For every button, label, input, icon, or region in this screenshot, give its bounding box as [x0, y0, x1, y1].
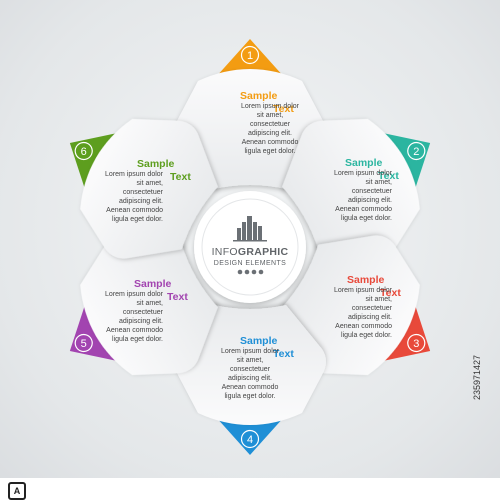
petal-body-line: adipiscing elit. — [248, 130, 292, 137]
number-circle-icon — [407, 333, 426, 353]
hub-circle — [194, 191, 306, 303]
number-circle-icon — [74, 141, 93, 161]
center-hub: INFOGRAPHIC DESIGN ELEMENTS — [194, 191, 306, 303]
number-circle-icon — [407, 141, 426, 161]
number-circle-icon — [240, 45, 260, 65]
petal-body-line: adipiscing elit. — [348, 314, 392, 321]
petal-body-line: Lorem ipsum dolor — [221, 348, 280, 355]
brand-subtitle: DESIGN ELEMENTS — [214, 260, 287, 267]
petal-body-line: adipiscing elit. — [119, 318, 163, 325]
stock-footer-bar — [0, 478, 500, 500]
petal-body-line: consectetuer — [352, 305, 393, 312]
petal-body-line: consectetuer — [123, 309, 164, 316]
petal-body-line: consectetuer — [230, 366, 271, 373]
petal-title-a: Sample — [347, 274, 385, 286]
petal-body-line: ligula eget dolor. — [245, 148, 296, 155]
petal-body-line: ligula eget dolor. — [112, 216, 163, 223]
petal-body-line: Aenean commodo — [106, 327, 163, 334]
petal-title-b: Text — [380, 287, 401, 299]
petal-card-3 — [282, 235, 420, 376]
petal-body-line: Lorem ipsum dolor — [334, 170, 393, 177]
petal-title-a: Sample — [345, 157, 383, 169]
petal-body-line: Lorem ipsum dolor — [241, 103, 300, 110]
bar-chart-icon — [233, 216, 267, 242]
petal-number: 2 — [413, 146, 419, 158]
petal-body-line: Aenean commodo — [242, 139, 299, 146]
petal-number: 3 — [413, 338, 419, 350]
petal-body-line: ligula eget dolor. — [341, 215, 392, 222]
brand-title-a: INFO — [212, 246, 238, 258]
petal-title-b: Text — [273, 103, 294, 115]
petal-number: 4 — [247, 434, 253, 446]
petal-title-b: Text — [273, 348, 294, 360]
petal-body-line: consectetuer — [250, 121, 291, 128]
petal-title-a: Sample — [240, 90, 278, 102]
stock-logo-icon: A — [8, 482, 26, 500]
petal-body-line: sit amet, — [366, 179, 393, 186]
petal-card-6 — [80, 118, 218, 259]
number-circle-icon — [74, 333, 93, 353]
petal-body-line: Aenean commodo — [106, 207, 163, 214]
petal-title-b: Text — [378, 170, 399, 182]
petal-body-line: consectetuer — [123, 189, 164, 196]
petal-card-5 — [80, 235, 218, 376]
petal-body-line: sit amet, — [137, 300, 164, 307]
hub-ring — [201, 198, 299, 296]
petal-title-a: Sample — [240, 335, 278, 347]
petal-body-line: ligula eget dolor. — [341, 332, 392, 339]
petal-title-a: Sample — [134, 278, 172, 290]
petal-card-1 — [174, 69, 326, 189]
petal-body-line: Lorem ipsum dolor — [334, 287, 393, 294]
petal-body-line: ligula eget dolor. — [225, 393, 276, 400]
petal-number: 5 — [81, 338, 87, 350]
petal-body-line: Aenean commodo — [335, 323, 392, 330]
number-circle-icon — [240, 429, 260, 449]
petal-title-b: Text — [167, 291, 188, 303]
petal-card-2 — [282, 118, 420, 259]
petal-body-line: Aenean commodo — [335, 206, 392, 213]
petal-body-line: adipiscing elit. — [119, 198, 163, 205]
dots-icon — [237, 269, 264, 275]
stock-image-id: 235971427 — [472, 354, 482, 400]
petal-body-line: sit amet, — [137, 180, 164, 187]
petal-title-b: Text — [170, 171, 191, 183]
petal-body-line: Lorem ipsum dolor — [105, 291, 164, 298]
petal-body-line: ligula eget dolor. — [112, 336, 163, 343]
brand-title-b: GRAPHIC — [238, 246, 289, 258]
petal-body-line: sit amet, — [237, 357, 264, 364]
petal-body-line: sit amet, — [257, 112, 284, 119]
petal-body-line: consectetuer — [352, 188, 393, 195]
petal-body-line: sit amet, — [366, 296, 393, 303]
petal-card-4 — [174, 305, 326, 425]
petal-body-line: adipiscing elit. — [228, 375, 272, 382]
petal-body-line: Lorem ipsum dolor — [105, 171, 164, 178]
petal-number: 1 — [247, 50, 253, 62]
petal-body-line: adipiscing elit. — [348, 197, 392, 204]
petal-title-a: Sample — [137, 158, 175, 170]
petal-body-line: Aenean commodo — [222, 384, 279, 391]
brand-title: INFOGRAPHIC — [212, 246, 289, 258]
petal-number: 6 — [81, 146, 87, 158]
